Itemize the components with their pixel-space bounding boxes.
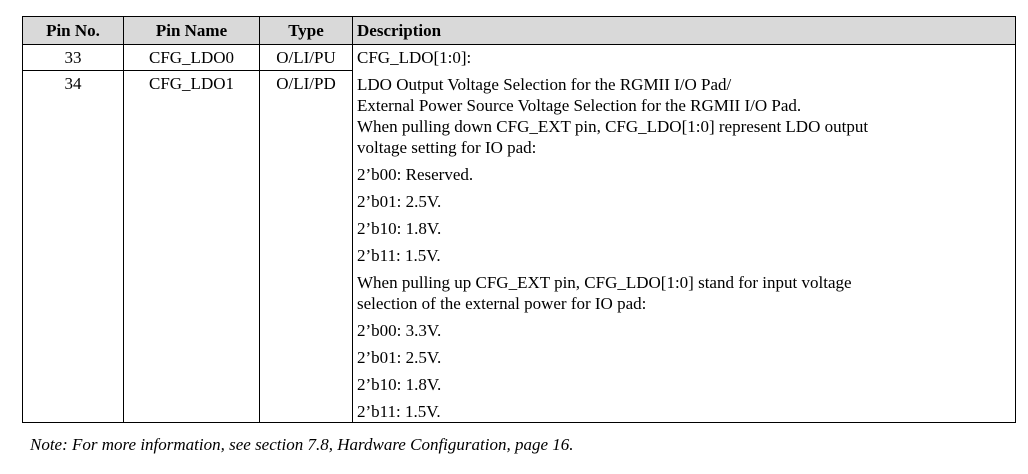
voltage-option: 2’b10: 1.8V. bbox=[357, 219, 442, 238]
pin-no-cell: 34 bbox=[22, 70, 124, 423]
description-title: CFG_LDO[1:0]: bbox=[357, 48, 472, 67]
description-cell: CFG_LDO[1:0]: LDO Output Voltage Selecti… bbox=[352, 44, 1016, 423]
header-pin-name: Pin Name bbox=[123, 16, 260, 45]
table-note: Note: For more information, see section … bbox=[30, 435, 574, 454]
description-line: When pulling up CFG_EXT pin, CFG_LDO[1:0… bbox=[357, 273, 852, 292]
description-line: LDO Output Voltage Selection for the RGM… bbox=[357, 75, 732, 94]
voltage-option: 2’b01: 2.5V. bbox=[357, 348, 442, 367]
description-line: When pulling down CFG_EXT pin, CFG_LDO[1… bbox=[357, 117, 869, 136]
table-row: 34 CFG_LDO1 O/LI/PD bbox=[22, 70, 1016, 423]
type-cell: O/LI/PD bbox=[259, 70, 353, 423]
header-type: Type bbox=[259, 16, 353, 45]
pin-no-cell: 33 bbox=[22, 44, 124, 71]
voltage-option: 2’b11: 1.5V. bbox=[357, 246, 441, 265]
table-header-row: Pin No. Pin Name Type Description bbox=[22, 16, 1016, 45]
description-line: voltage setting for IO pad: bbox=[357, 138, 537, 157]
header-description: Description bbox=[352, 16, 1016, 45]
pin-description-table: Pin No. Pin Name Type Description 33 CFG… bbox=[22, 16, 1016, 423]
header-pin-no: Pin No. bbox=[22, 16, 124, 45]
voltage-option: 2’b10: 1.8V. bbox=[357, 375, 442, 394]
pin-name-cell: CFG_LDO0 bbox=[123, 44, 260, 71]
voltage-option: 2’b01: 2.5V. bbox=[357, 192, 442, 211]
voltage-option: 2’b11: 1.5V. bbox=[357, 402, 441, 421]
pin-name-cell: CFG_LDO1 bbox=[123, 70, 260, 423]
description-line: selection of the external power for IO p… bbox=[357, 294, 647, 313]
description-line: External Power Source Voltage Selection … bbox=[357, 96, 802, 115]
voltage-option: 2’b00: 3.3V. bbox=[357, 321, 442, 340]
table-row: 33 CFG_LDO0 O/LI/PU CFG_LDO[1:0]: LDO Ou… bbox=[22, 44, 1016, 423]
type-cell: O/LI/PU bbox=[259, 44, 353, 71]
voltage-option: 2’b00: Reserved. bbox=[357, 165, 474, 184]
